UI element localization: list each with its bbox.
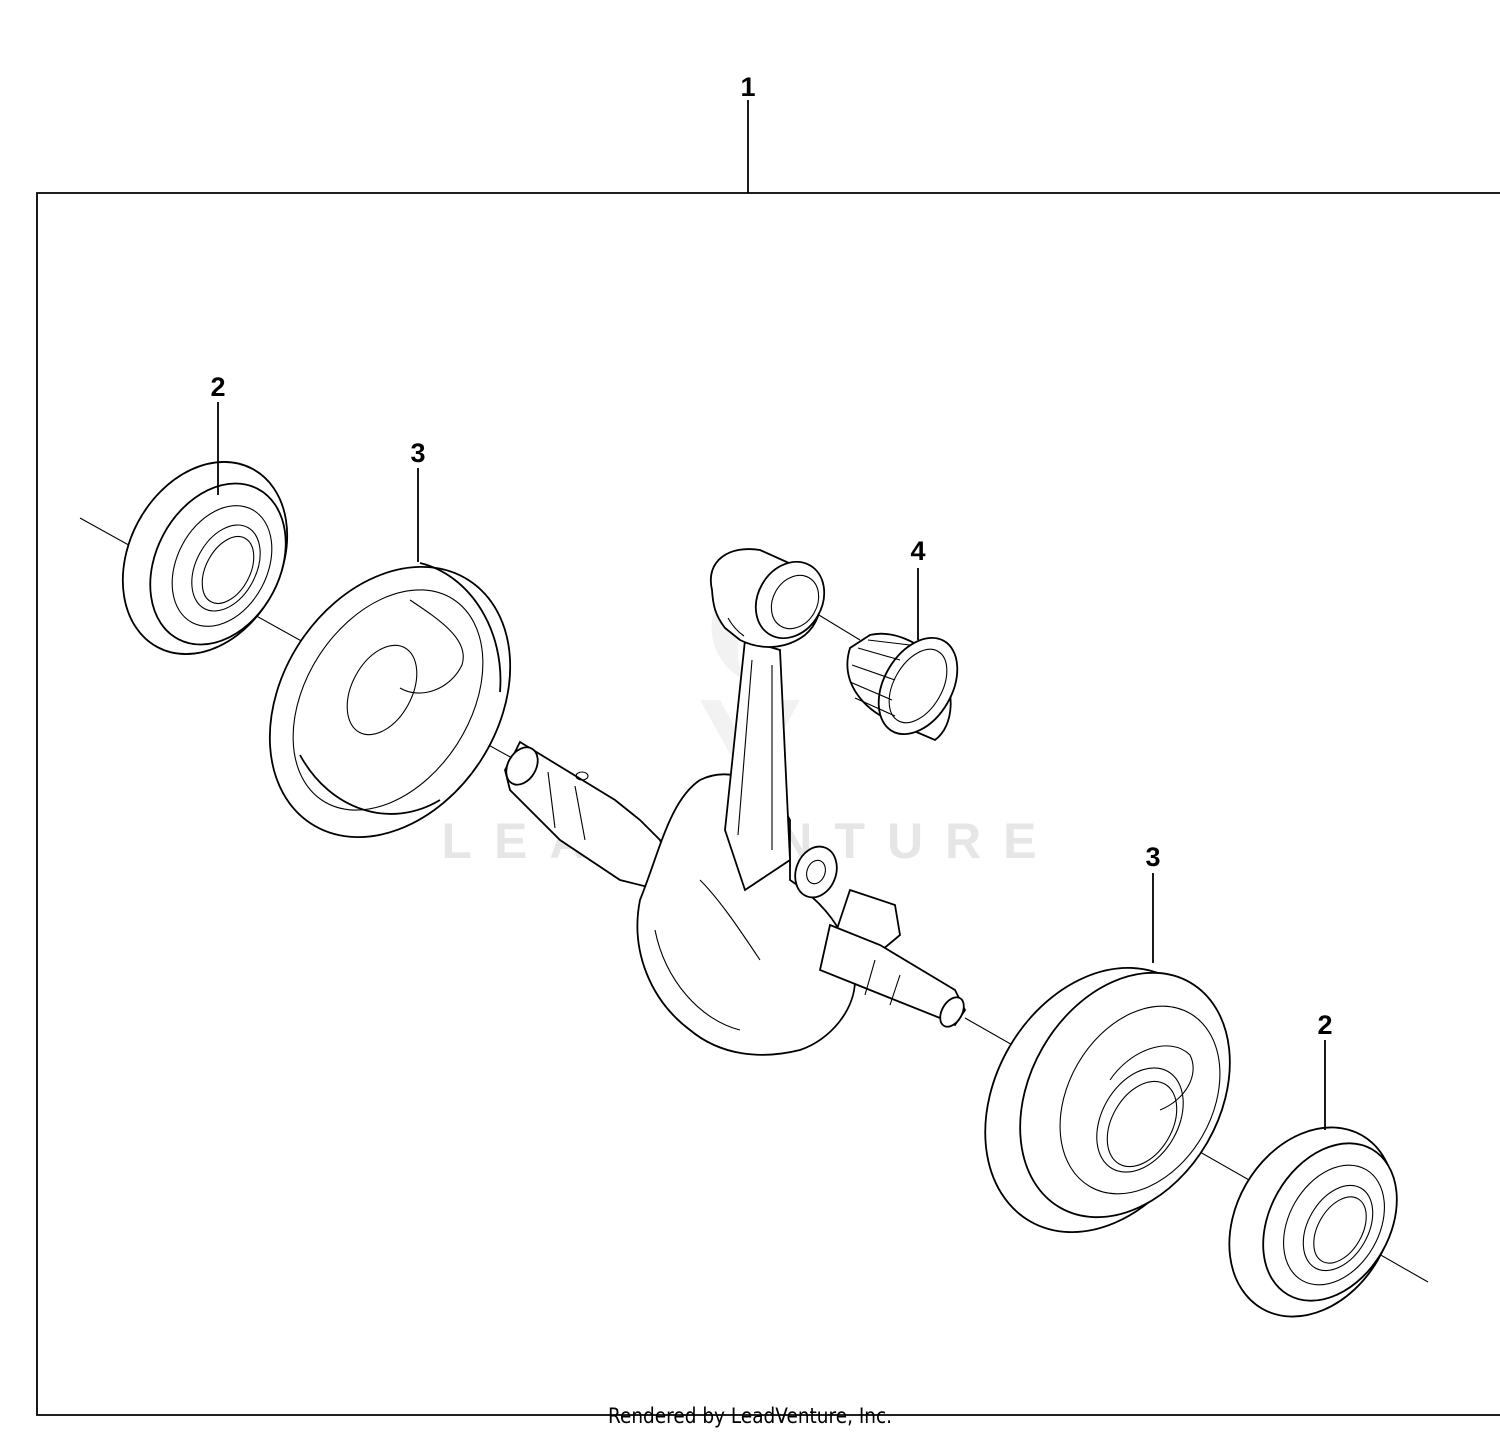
callout-needle-bearing: 4: [910, 536, 925, 566]
assembly-frame: [36, 100, 1500, 1416]
callout-washer-left: 3: [410, 438, 425, 468]
callout-washer-right: 3: [1145, 842, 1160, 872]
ball-bearing-right: [1228, 1126, 1398, 1318]
connecting-rod: [709, 548, 826, 892]
crankshaft: [504, 740, 967, 1056]
callout-assembly: 1: [740, 72, 755, 102]
needle-roller-bearing: [846, 632, 959, 742]
leader-lines: [217, 402, 1326, 1130]
ball-bearing-left: [121, 461, 289, 655]
callout-bearing-right: 2: [1317, 1010, 1332, 1040]
thrust-washer-right: [984, 966, 1231, 1234]
render-credit: Rendered by LeadVenture, Inc.: [607, 1404, 893, 1428]
callout-bearing-left: 2: [210, 372, 225, 402]
thrust-washer-left: [268, 562, 512, 838]
